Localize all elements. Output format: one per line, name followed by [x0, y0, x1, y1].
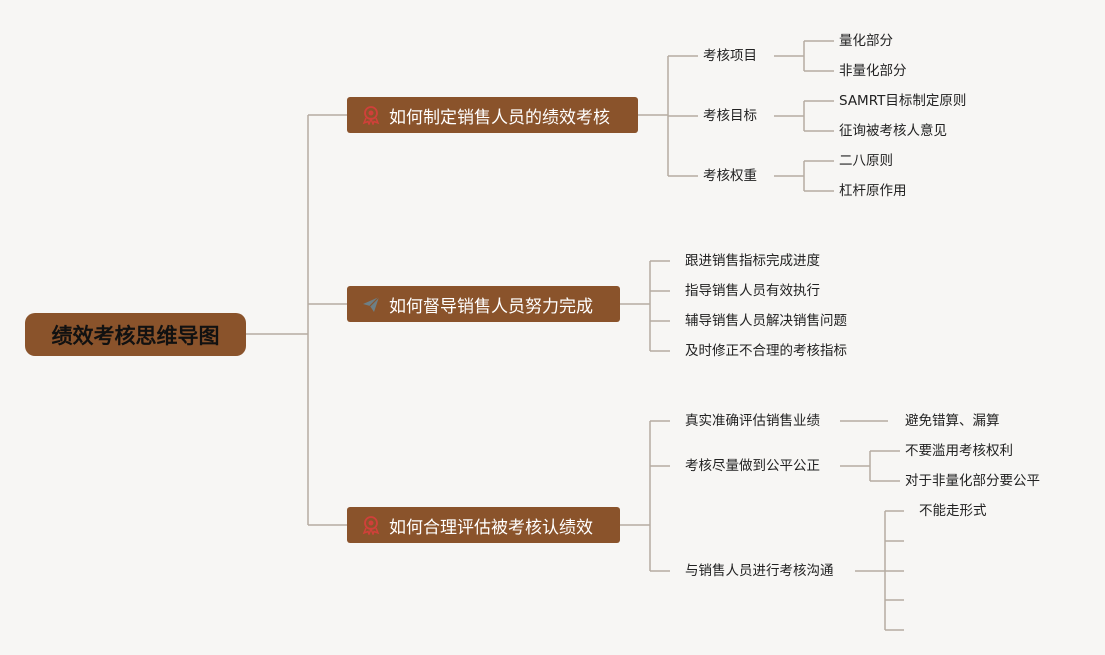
- leaf-node[interactable]: 非量化部分: [839, 63, 907, 79]
- root-node[interactable]: 绩效考核思维导图: [25, 313, 246, 356]
- branch-label: 如何制定销售人员的绩效考核: [389, 107, 610, 128]
- award-ribbon-icon: [361, 105, 381, 125]
- subtopic-node[interactable]: 真实准确评估销售业绩: [685, 413, 820, 429]
- leaf-node[interactable]: 杠杆原作用: [839, 183, 907, 199]
- subtopic-node[interactable]: 与销售人员进行考核沟通: [685, 563, 834, 579]
- branch-node-3[interactable]: 如何合理评估被考核认绩效: [347, 507, 620, 543]
- leaf-node[interactable]: 征询被考核人意见: [839, 123, 947, 139]
- award-ribbon-icon: [361, 515, 381, 535]
- leaf-node[interactable]: 辅导销售人员解决销售问题: [685, 313, 847, 329]
- leaf-node[interactable]: 避免错算、漏算: [905, 413, 1000, 429]
- subtopic-node[interactable]: 考核权重: [703, 168, 757, 184]
- leaf-node[interactable]: 指导销售人员有效执行: [685, 283, 820, 299]
- branch-node-2[interactable]: 如何督导销售人员努力完成: [347, 286, 620, 322]
- leaf-node[interactable]: 及时修正不合理的考核指标: [685, 343, 847, 359]
- subtopic-node[interactable]: 考核项目: [703, 48, 757, 64]
- branch-label: 如何督导销售人员努力完成: [389, 296, 593, 317]
- leaf-node[interactable]: 对于非量化部分要公平: [905, 473, 1040, 489]
- branch-label: 如何合理评估被考核认绩效: [389, 517, 593, 538]
- paper-plane-icon: [361, 294, 381, 314]
- leaf-node[interactable]: 量化部分: [839, 33, 893, 49]
- leaf-node[interactable]: 跟进销售指标完成进度: [685, 253, 820, 269]
- leaf-node[interactable]: SAMRT目标制定原则: [839, 93, 967, 109]
- leaf-node[interactable]: 二八原则: [839, 153, 893, 169]
- leaf-node[interactable]: 不能走形式: [919, 503, 987, 519]
- subtopic-node[interactable]: 考核尽量做到公平公正: [685, 458, 820, 474]
- root-title: 绩效考核思维导图: [51, 323, 220, 348]
- leaf-node[interactable]: 不要滥用考核权利: [905, 443, 1013, 459]
- subtopic-node[interactable]: 考核目标: [703, 108, 757, 124]
- branch-node-1[interactable]: 如何制定销售人员的绩效考核: [347, 97, 638, 133]
